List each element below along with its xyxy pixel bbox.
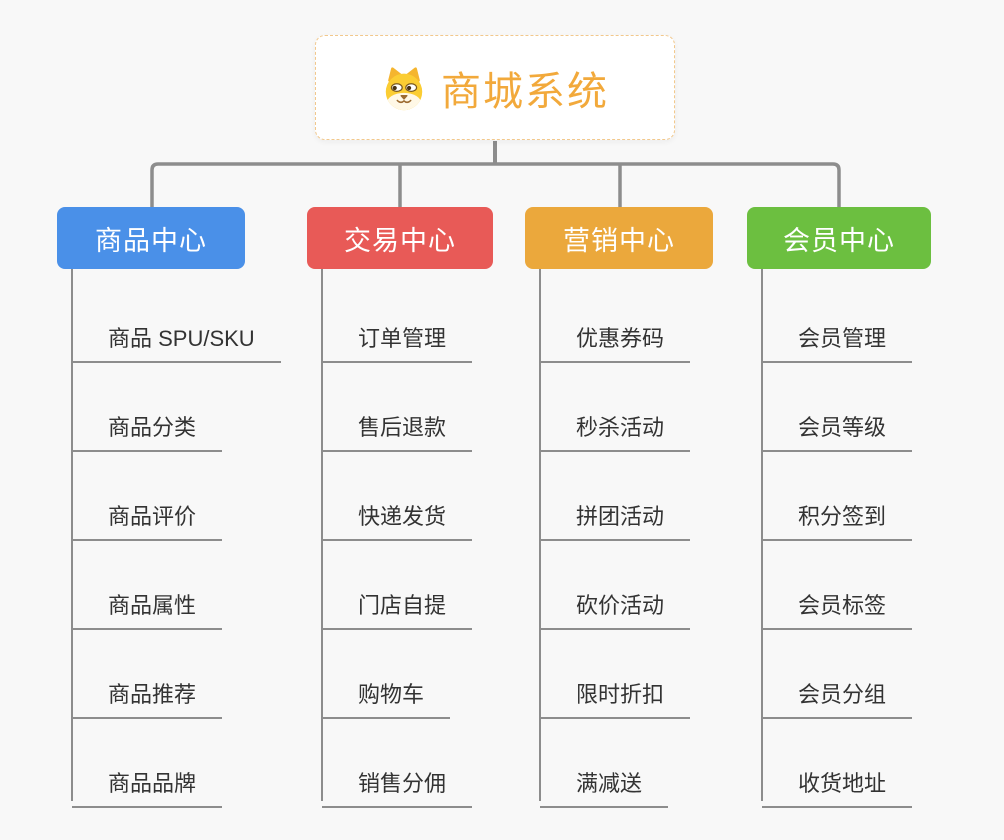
child-flash-sale[interactable]: 秒杀活动 xyxy=(540,396,691,452)
dog-face-icon xyxy=(385,66,423,110)
child-points-checkin[interactable]: 积分签到 xyxy=(762,485,913,541)
branch-node-member-center[interactable]: 会员中心 xyxy=(747,207,931,269)
child-after-sales-refund[interactable]: 售后退款 xyxy=(322,396,473,452)
child-order-management[interactable]: 订单管理 xyxy=(322,307,473,363)
child-member-tag[interactable]: 会员标签 xyxy=(762,574,913,630)
child-product-category[interactable]: 商品分类 xyxy=(72,396,223,452)
child-bargain-activity[interactable]: 砍价活动 xyxy=(540,574,691,630)
child-shipping-address[interactable]: 收货地址 xyxy=(762,752,913,808)
child-product-spu-sku[interactable]: 商品 SPU/SKU xyxy=(72,307,281,363)
root-title: 商城系统 xyxy=(441,69,609,114)
child-full-reduction[interactable]: 满减送 xyxy=(540,752,669,808)
branch-node-trade-center[interactable]: 交易中心 xyxy=(307,207,493,269)
child-member-level[interactable]: 会员等级 xyxy=(762,396,913,452)
child-product-attribute[interactable]: 商品属性 xyxy=(72,574,223,630)
branch-label: 营销中心 xyxy=(563,225,675,256)
branch-node-marketing-center[interactable]: 营销中心 xyxy=(525,207,713,269)
child-express-delivery[interactable]: 快递发货 xyxy=(322,485,473,541)
child-sales-commission[interactable]: 销售分佣 xyxy=(322,752,473,808)
child-shopping-cart[interactable]: 购物车 xyxy=(322,663,451,719)
branch-label: 会员中心 xyxy=(783,225,895,256)
child-product-brand[interactable]: 商品品牌 xyxy=(72,752,223,808)
child-product-recommend[interactable]: 商品推荐 xyxy=(72,663,223,719)
child-group-buy[interactable]: 拼团活动 xyxy=(540,485,691,541)
child-limited-discount[interactable]: 限时折扣 xyxy=(540,663,691,719)
branch-label: 交易中心 xyxy=(344,225,456,256)
child-member-group[interactable]: 会员分组 xyxy=(762,663,913,719)
branch-node-product-center[interactable]: 商品中心 xyxy=(57,207,245,269)
branch-label: 商品中心 xyxy=(95,225,207,256)
child-store-pickup[interactable]: 门店自提 xyxy=(322,574,473,630)
child-member-management[interactable]: 会员管理 xyxy=(762,307,913,363)
child-coupon-code[interactable]: 优惠券码 xyxy=(540,307,691,363)
child-product-review[interactable]: 商品评价 xyxy=(72,485,223,541)
root-node[interactable]: 商城系统 xyxy=(315,35,675,140)
